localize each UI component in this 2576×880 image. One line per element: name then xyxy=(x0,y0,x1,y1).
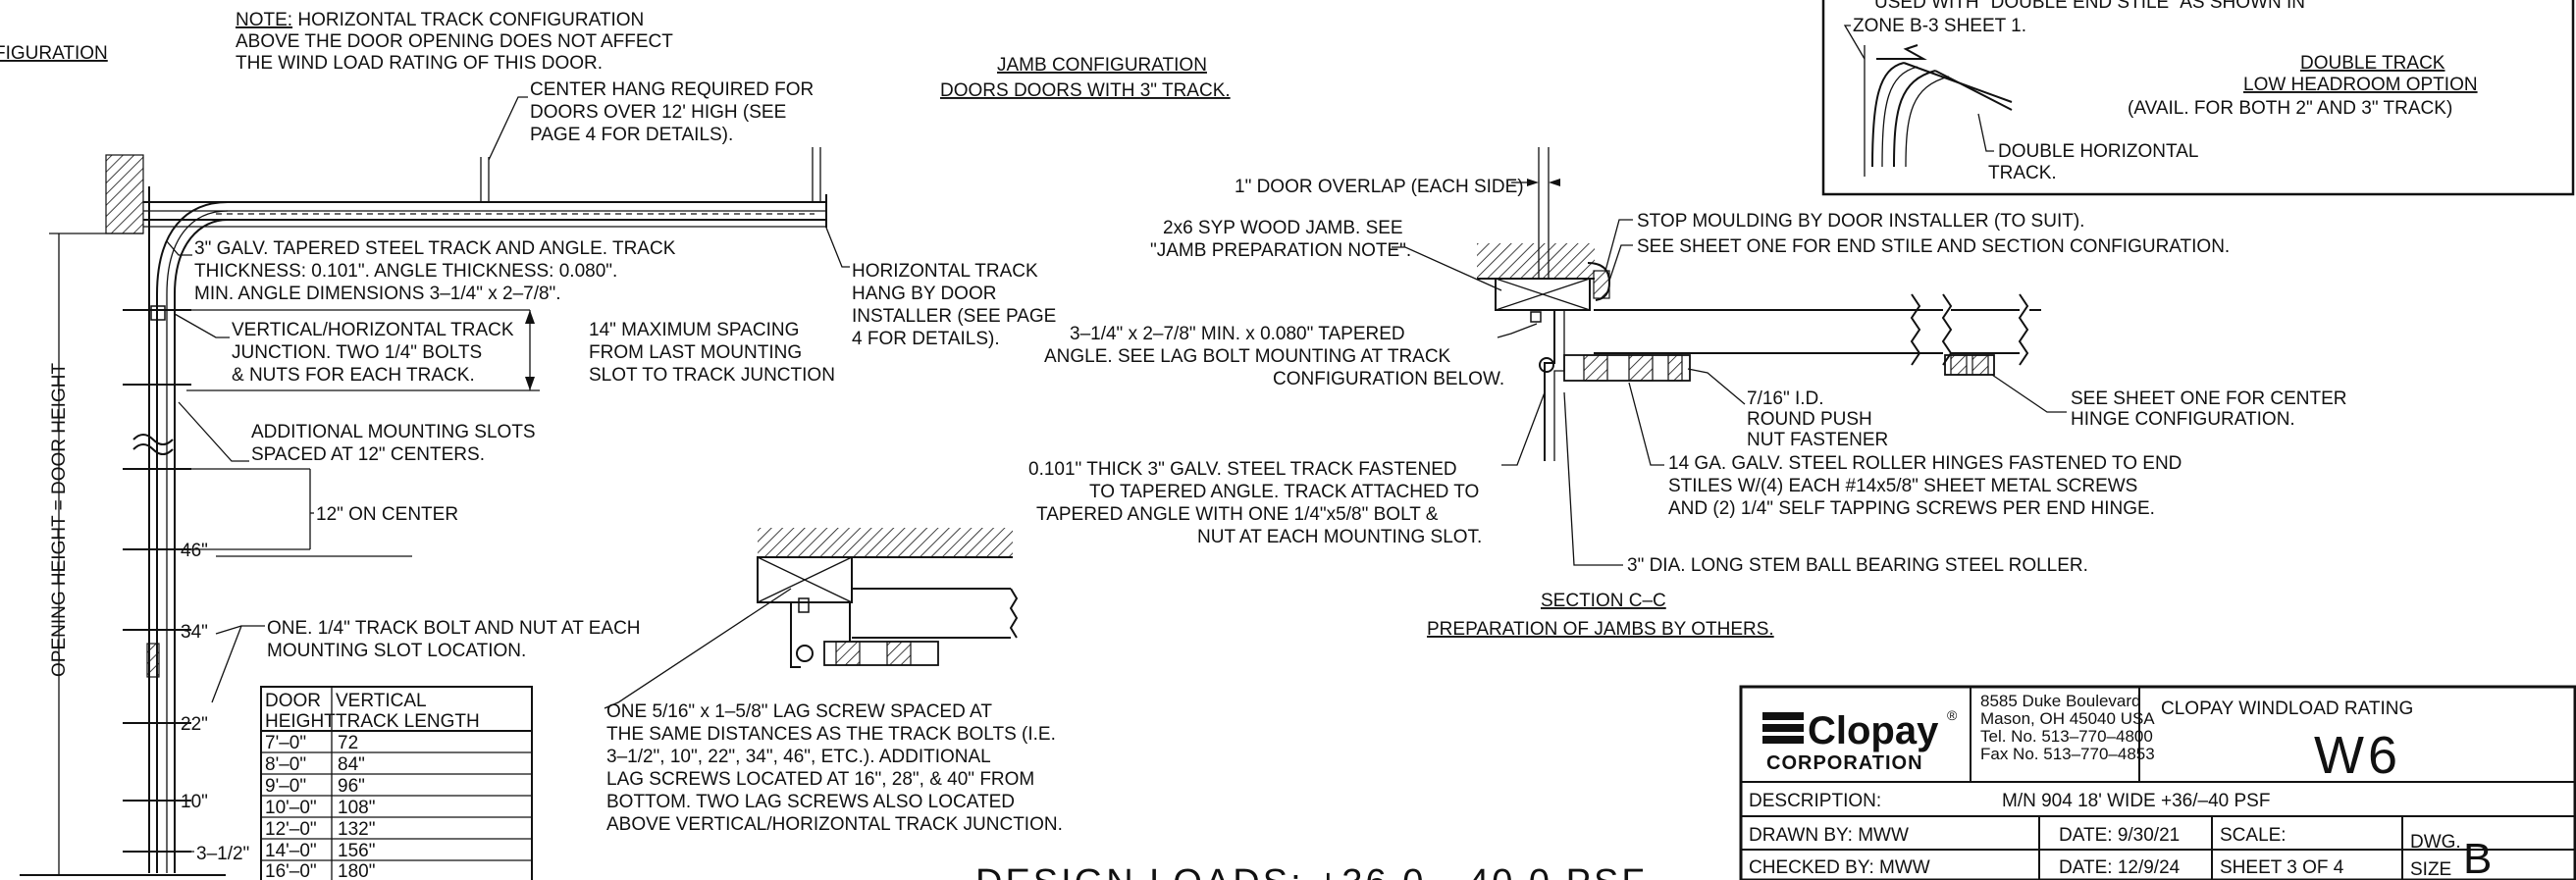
table-row: 84" xyxy=(338,754,365,775)
table-row: 7'–0" xyxy=(265,733,306,753)
thick-track-note: 0.101" THICK 3" GALV. STEEL TRACK FASTEN… xyxy=(1028,459,1485,547)
windload-rating-value: W6 xyxy=(2314,726,2401,785)
lag-screw-detail-drawing xyxy=(757,528,1019,668)
door-overlap-note: 1" DOOR OVERLAP (EACH SIDE) xyxy=(1235,177,1524,197)
design-loads-title: DESIGN LOADS: +36.0, -40.0 PSF xyxy=(975,862,1648,880)
tapered-angle-note: 3–1/4" x 2–7/8" MIN. x 0.080" TAPERED AN… xyxy=(1044,324,1504,389)
note-line-3: THE WIND LOAD RATING OF THIS DOOR. xyxy=(236,53,603,74)
center-hinge-note: SEE SHEET ONE FOR CENTER HINGE CONFIGURA… xyxy=(2071,388,2352,430)
title-block xyxy=(1739,685,2576,880)
dim-34: 34" xyxy=(181,622,208,643)
track-bolt-note: ONE. 1/4" TRACK BOLT AND NUT AT EACH MOU… xyxy=(267,618,646,661)
description-value: M/N 904 18' WIDE +36/–40 PSF xyxy=(2002,791,2270,811)
horizontal-hang-note: HORIZONTAL TRACK HANG BY DOOR INSTALLER … xyxy=(852,261,1062,349)
max-spacing-note: 14" MAXIMUM SPACING FROM LAST MOUNTING S… xyxy=(589,320,835,386)
size-label: SIZE xyxy=(2410,859,2451,880)
center-hang-note: CENTER HANG REQUIRED FOR DOORS OVER 12' … xyxy=(530,79,819,145)
windload-rating-label: CLOPAY WINDLOAD RATING xyxy=(2161,699,2413,719)
company-address: 8585 Duke Boulevard Mason, OH 45040 USA … xyxy=(1980,692,2158,763)
roller-note: 3" DIA. LONG STEM BALL BEARING STEEL ROL… xyxy=(1627,555,2088,576)
vert-horiz-junction-note: VERTICAL/HORIZONTAL TRACK JUNCTION. TWO … xyxy=(232,320,519,386)
table-header-door: DOOR HEIGHT xyxy=(265,691,336,732)
stop-moulding-note: STOP MOULDING BY DOOR INSTALLER (TO SUIT… xyxy=(1637,211,2084,232)
dim-3-1-2: 3–1/2" xyxy=(196,844,249,864)
double-horizontal-label: DOUBLE HORIZONTAL TRACK. xyxy=(1988,141,2203,183)
roller-hinges-note: 14 GA. GALV. STEEL ROLLER HINGES FASTENE… xyxy=(1668,453,2187,519)
table-row: 14'–0" xyxy=(265,841,317,861)
table-row: 12'–0" xyxy=(265,819,317,840)
mounting-slots-note: ADDITIONAL MOUNTING SLOTS SPACED AT 12" … xyxy=(251,422,541,465)
jamb-config-title: JAMB CONFIGURATION xyxy=(997,55,1207,76)
table-row: 180" xyxy=(338,861,375,880)
table-header-vertical: VERTICAL TRACK LENGTH xyxy=(336,691,480,732)
clopay-logo-reg: ® xyxy=(1947,707,1958,723)
table-row: 8'–0" xyxy=(265,754,306,775)
double-track-title: DOUBLE TRACK xyxy=(2300,53,2445,74)
dim-46: 46" xyxy=(181,541,208,561)
double-track-subtitle: LOW HEADROOM OPTION xyxy=(2243,75,2478,95)
opening-height-dimension: OPENING HEIGHT = DOOR HEIGHT xyxy=(49,363,70,677)
section-cc-title: SECTION C–C xyxy=(1541,591,1666,611)
corporation-label: CORPORATION xyxy=(1766,752,1923,774)
on-center-note: 12" ON CENTER xyxy=(316,504,458,525)
dim-10: 10" xyxy=(181,792,208,812)
dim-22: 22" xyxy=(181,714,208,735)
note-label: NOTE: xyxy=(236,10,292,30)
left-heading-partial: FIGURATION xyxy=(0,43,108,64)
note-line-1: HORIZONTAL TRACK CONFIGURATION xyxy=(292,10,644,30)
double-track-avail: (AVAIL. FOR BOTH 2" AND 3" TRACK) xyxy=(2128,98,2452,119)
push-nut-note: 7/16" I.D. ROUND PUSH NUT FASTENER xyxy=(1747,388,1888,450)
drawn-by: DRAWN BY: MWW xyxy=(1749,825,1909,846)
track-elevation-drawing xyxy=(20,147,827,876)
table-row: 96" xyxy=(338,776,365,797)
table-row: 72 xyxy=(338,733,358,753)
table-row: 156" xyxy=(338,841,375,861)
note-horizontal-track: NOTE: HORIZONTAL TRACK CONFIGURATION ABO… xyxy=(236,10,678,74)
lag-screw-note: ONE 5/16" x 1–5/8" LAG SCREW SPACED AT T… xyxy=(606,701,1063,835)
inset-line-2: ZONE B-3 SHEET 1. xyxy=(1853,16,2026,36)
double-track-inset xyxy=(1821,0,2575,196)
wood-jamb-note: 2x6 SYP WOOD JAMB. SEE "JAMB PREPARATION… xyxy=(1150,218,1411,261)
dwg-size-value: B xyxy=(2463,835,2492,880)
table-row: 132" xyxy=(338,819,375,840)
center-hang-leader xyxy=(488,96,528,161)
description-label: DESCRIPTION: xyxy=(1749,791,1881,811)
sheet-number: SHEET 3 OF 4 xyxy=(2220,857,2344,878)
table-row: 108" xyxy=(338,798,375,818)
dwg-label: DWG. xyxy=(2410,832,2461,853)
section-cc-drawing xyxy=(1477,147,2041,461)
checked-by: CHECKED BY: MWW xyxy=(1749,857,1930,878)
clopay-logo: Clopay xyxy=(1808,709,1939,752)
scale-label: SCALE: xyxy=(2220,825,2287,846)
section-cc-subtitle: PREPARATION OF JAMBS BY OTHERS. xyxy=(1427,619,1774,640)
table-row: 10'–0" xyxy=(265,798,317,818)
table-row: 9'–0" xyxy=(265,776,306,797)
inset-line-1: USED WITH "DOUBLE END STILE" AS SHOWN IN xyxy=(1874,0,2305,13)
see-sheet-one-note: SEE SHEET ONE FOR END STILE AND SECTION … xyxy=(1637,236,2230,257)
note-line-2: ABOVE THE DOOR OPENING DOES NOT AFFECT xyxy=(236,31,673,52)
track-length-table: DOOR HEIGHT VERTICAL TRACK LENGTH 7'–0" … xyxy=(260,686,533,880)
galv-track-note: 3" GALV. TAPERED STEEL TRACK AND ANGLE. … xyxy=(194,238,681,304)
date-checked: DATE: 12/9/24 xyxy=(2059,857,2181,878)
jamb-config-subtitle: DOORS DOORS WITH 3" TRACK. xyxy=(940,80,1231,101)
date-drawn: DATE: 9/30/21 xyxy=(2059,825,2180,846)
table-row: 16'–0" xyxy=(265,861,317,880)
